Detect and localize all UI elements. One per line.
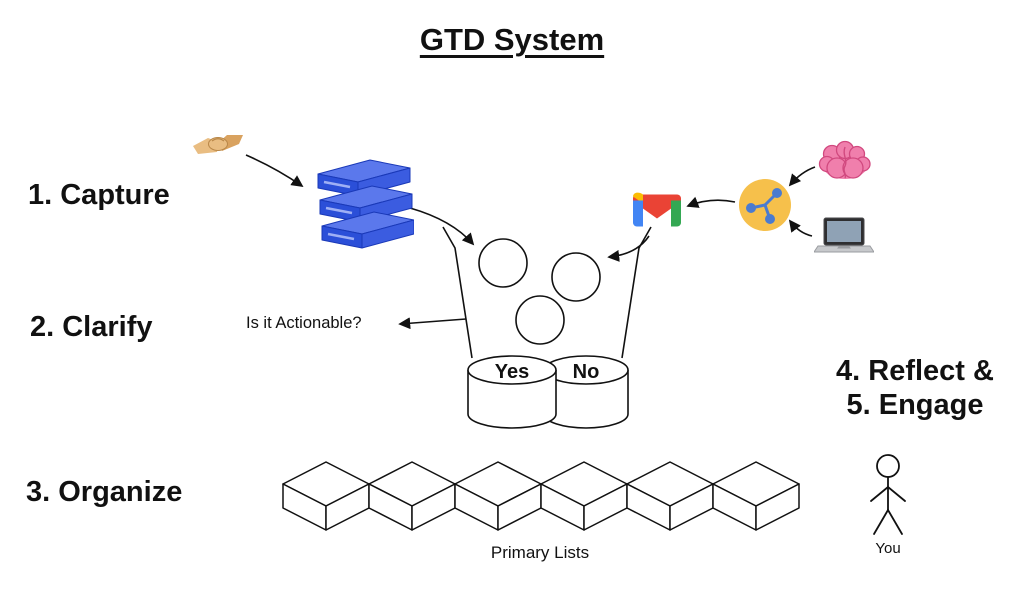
you-label: You	[875, 540, 901, 557]
arrow-funnel-to-question	[398, 317, 467, 330]
inbox-trays-icon	[317, 159, 414, 249]
handshake-icon	[193, 135, 243, 154]
actionable-question-label: Is it Actionable?	[246, 314, 362, 332]
laptop-icon	[814, 217, 874, 253]
list-box	[454, 461, 542, 531]
tray	[317, 159, 411, 197]
arrow-laptop-to-share	[788, 219, 813, 237]
primary-lists-label: Primary Lists	[490, 543, 590, 562]
list-box	[626, 461, 714, 531]
step-label-organize: 3. Organize	[26, 476, 183, 508]
step-label-reflect-engage: 4. Reflect & 5. Engage	[815, 354, 1015, 422]
yes-cylinder	[467, 355, 557, 429]
arrow-gmail-to-funnel	[607, 235, 650, 262]
no-bucket-label: No	[572, 361, 600, 383]
diagram-title: GTD System	[419, 22, 605, 57]
funnel-shape	[442, 226, 652, 359]
step-label-capture: 1. Capture	[28, 179, 170, 211]
arrow-brain-to-share	[788, 166, 816, 187]
share-network-icon	[739, 179, 791, 231]
funnel-ball	[551, 252, 601, 302]
primary-list-boxes	[282, 461, 800, 531]
brain-icon	[818, 140, 871, 179]
list-box	[712, 461, 800, 531]
step-label-reflect: 4. Reflect &	[836, 355, 994, 387]
funnel-ball	[515, 295, 565, 345]
gmail-icon	[633, 192, 681, 227]
list-box	[282, 461, 370, 531]
step-label-engage: 5. Engage	[846, 389, 984, 422]
yes-bucket-label: Yes	[494, 361, 530, 383]
arrow-share-to-gmail	[686, 196, 736, 208]
stick-figure-icon	[870, 454, 906, 535]
flow-arrows	[245, 154, 816, 330]
arrow-handshake-to-trays	[245, 154, 304, 188]
tray	[321, 211, 414, 249]
arrow-trays-to-funnel	[409, 207, 475, 246]
list-box	[540, 461, 628, 531]
list-box	[368, 461, 456, 531]
funnel-balls	[478, 238, 601, 345]
funnel-ball	[478, 238, 528, 288]
step-label-clarify: 2. Clarify	[30, 311, 153, 343]
